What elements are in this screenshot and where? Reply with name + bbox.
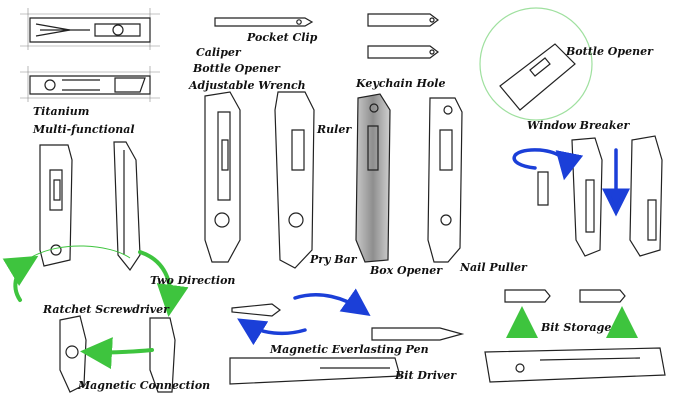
tool-front-view-2 [274,91,315,269]
label-window-breaker: Window Breaker [527,119,630,132]
label-bit-storage: Bit Storage [541,321,612,334]
titanium-tool-side-view [20,66,160,102]
label-caliper: Caliper [196,46,241,59]
tool-front-view-4 [427,97,463,263]
label-keychain-hole: Keychain Hole [356,77,446,90]
label-adjustable-wrench: Adjustable Wrench [189,79,306,92]
label-ruler: Ruler [317,123,352,136]
ratchet-green-arrow-left [2,255,39,302]
bottle-opener-detail-circle [479,7,593,121]
label-nail-puller: Nail Puller [460,261,527,274]
magnetic-connection-green-arrow [80,337,154,370]
titanium-tool-top-view [20,8,160,50]
pen-swap-return-arrow [237,318,307,346]
label-titanium: Titanium [33,105,90,118]
label-bottle-opener-a: Bottle Opener [193,62,280,75]
window-breaker-rotate-arrow [512,148,584,181]
label-ratchet-screwdriver: Ratchet Screwdriver [43,303,169,316]
pocket-clip-drawing [214,17,314,27]
ratchet-screwdriver-drawing [59,315,176,393]
label-bit-driver: Bit Driver [395,369,457,382]
label-pocket-clip: Pocket Clip [247,31,318,44]
two-direction-green-arrow [138,250,189,317]
label-multi-functional: Multi-functional [33,123,135,136]
ruler-strips [367,13,439,59]
label-magnetic-pen: Magnetic Everlasting Pen [270,343,429,356]
pen-swap-arrow [293,288,371,317]
magnetic-pen-drawing [231,303,465,341]
label-box-opener: Box Opener [370,264,443,277]
ratchet-guide-arc [29,245,131,259]
bit-storage-drawing [484,289,666,383]
label-magnetic-connection: Magnetic Connection [78,379,211,392]
window-breaker-drawing [537,135,663,257]
tool-front-view-shaded [355,93,391,263]
blue-arrow-head-down [611,196,621,206]
multi-functional-side-view [39,141,141,272]
tool-front-view-1 [204,91,241,263]
label-two-direction: Two Direction [150,274,236,287]
bit-driver-drawing [229,357,401,385]
label-pry-bar: Pry Bar [310,253,357,266]
label-bottle-opener-b: Bottle Opener [566,45,653,58]
